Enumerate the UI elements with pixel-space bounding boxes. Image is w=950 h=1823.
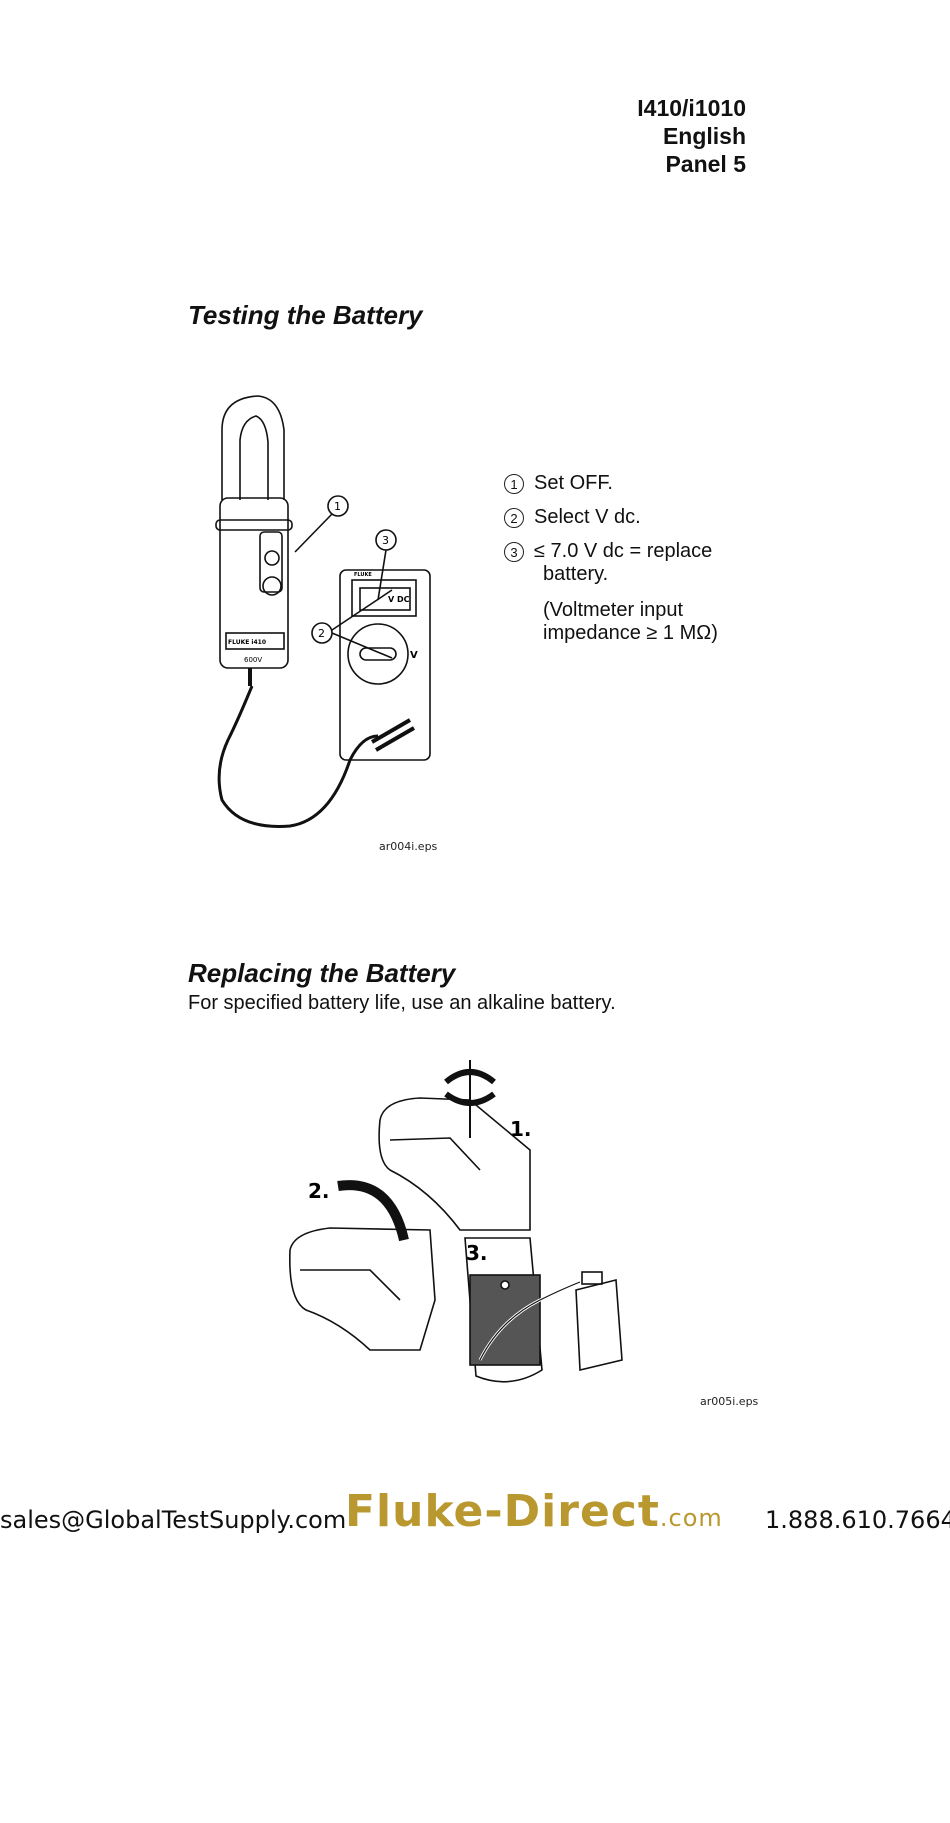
footer-email[interactable]: sales@GlobalTestSupply.com (0, 1506, 347, 1534)
step-text: Select V dc. (534, 506, 641, 528)
step-text-continued: battery. (543, 563, 609, 585)
step-3-label: 3. (466, 1241, 488, 1265)
document-header: I410/i1010 English Panel 5 (637, 94, 746, 178)
footer-phone[interactable]: 1.888.610.7664 (765, 1506, 950, 1534)
model-name: I410/i1010 (637, 95, 746, 121)
step-number: 1 (504, 473, 524, 494)
meter-brand-label: FLUKE (354, 572, 372, 578)
step-text: ≤ 7.0 V dc = replace (534, 540, 713, 562)
step-number: 3 (504, 541, 524, 562)
testing-section-title: Testing the Battery (188, 300, 423, 330)
replacing-instructions: For specified battery life, use an alkal… (188, 992, 616, 1014)
step-item: 2 Select V dc. (504, 506, 718, 529)
meter-display-label: V DC (388, 595, 410, 604)
step-1-label: 1. (510, 1117, 532, 1141)
note-line-1: (Voltmeter input (543, 599, 684, 621)
replacing-section-title: Replacing the Battery (188, 958, 456, 988)
battery-replacement-illustration: 1. 2. 3. (289, 1060, 623, 1383)
callout-3-label: 3 (382, 534, 389, 547)
note-line-2: impedance ≥ 1 MΩ) (543, 622, 718, 644)
brand-main: Fluke-Direct (345, 1486, 660, 1537)
panel-label: Panel 5 (665, 151, 746, 177)
figure-caption-testing: ar004i.eps (379, 840, 438, 853)
brand-suffix: .com (659, 1504, 723, 1532)
clamp-brand-label: FLUKE i410 (228, 639, 266, 646)
fluke-direct-logo[interactable]: Fluke-Direct.com (345, 1486, 723, 1537)
step-list: 1 Set OFF. 2 Select V dc. 3 ≤ 7.0 V dc = re… (504, 472, 718, 645)
step-text: Set OFF. (534, 472, 613, 494)
figure-caption-replacing: ar005i.eps (700, 1395, 759, 1408)
battery-test-illustration: 1 3 2 V DC FLUKE i410 FLUKE 600V V (215, 395, 431, 828)
step-item: 3 ≤ 7.0 V dc = replace battery. (504, 540, 718, 586)
step-2-label: 2. (308, 1179, 330, 1203)
callout-1-label: 1 (334, 500, 341, 513)
language-label: English (662, 123, 746, 149)
step-number: 2 (504, 507, 524, 528)
meter-symbol-label: V (410, 650, 418, 661)
clamp-voltage-label: 600V (244, 656, 262, 664)
voltmeter-note: (Voltmeter input impedance ≥ 1 MΩ) (504, 599, 718, 645)
callout-2-label: 2 (318, 627, 325, 640)
step-item: 1 Set OFF. (504, 472, 718, 495)
